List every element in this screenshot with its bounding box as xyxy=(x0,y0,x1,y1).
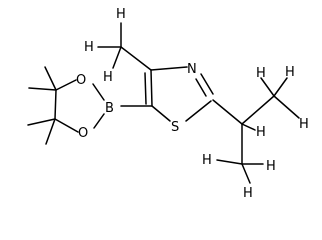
bond-cd3b-h9 xyxy=(241,163,251,184)
atom-label-o1: O xyxy=(76,73,86,88)
bond-s-c5 xyxy=(151,105,171,122)
atom-labels: H H H N S B O O H H H H H H H xyxy=(76,7,309,201)
bond-o2-c xyxy=(54,118,79,133)
bond-n-c2 xyxy=(200,73,214,95)
atom-label-h1: H xyxy=(116,7,126,22)
bond-pinacol-cc xyxy=(54,89,57,120)
bond-ch-h xyxy=(241,123,256,131)
bond-c2-s xyxy=(185,100,212,122)
bond-methyl-h3 xyxy=(112,46,122,69)
bond-pin-me1 xyxy=(44,66,57,91)
atom-label-h5: H xyxy=(285,65,295,80)
bond-c4-c5-inner xyxy=(144,72,147,105)
bond-pin-me4 xyxy=(45,118,56,145)
bond-c4-methyl xyxy=(120,46,152,71)
bond-c2-ch xyxy=(212,99,243,125)
bond-n-c2-inner xyxy=(195,78,207,97)
atom-label-h10: H xyxy=(266,159,276,174)
bond-cd3b-h8 xyxy=(216,159,243,165)
bond-pin-me3 xyxy=(27,118,56,126)
bonds xyxy=(27,22,300,184)
atom-label-s: S xyxy=(171,120,179,135)
atom-label-h7: H xyxy=(256,125,266,140)
bond-b-o2 xyxy=(93,113,105,129)
atom-label-o2: O xyxy=(78,126,88,141)
bond-o1-c xyxy=(55,79,77,91)
atom-label-h6: H xyxy=(299,117,309,132)
bond-pin-me2 xyxy=(28,87,57,91)
bond-cd3a-h8 xyxy=(273,95,300,119)
bond-c4-c5 xyxy=(150,69,153,107)
bond-b-o1 xyxy=(92,83,105,101)
atom-label-h3: H xyxy=(103,70,113,85)
bond-c4-n xyxy=(150,66,188,71)
molecule-structure: H H H N S B O O H H H H H H H xyxy=(27,7,309,201)
bond-cd3a-h6 xyxy=(260,77,275,97)
atom-label-h9: H xyxy=(243,186,253,201)
atom-label-b: B xyxy=(105,101,114,116)
bond-ch-cd3a xyxy=(241,95,275,125)
atom-label-h8: H xyxy=(202,153,212,168)
atom-label-h4: H xyxy=(256,66,266,81)
atom-label-n: N xyxy=(187,62,197,77)
bond-cd3a-h7 xyxy=(273,77,288,97)
atom-label-h2: H xyxy=(84,40,94,55)
